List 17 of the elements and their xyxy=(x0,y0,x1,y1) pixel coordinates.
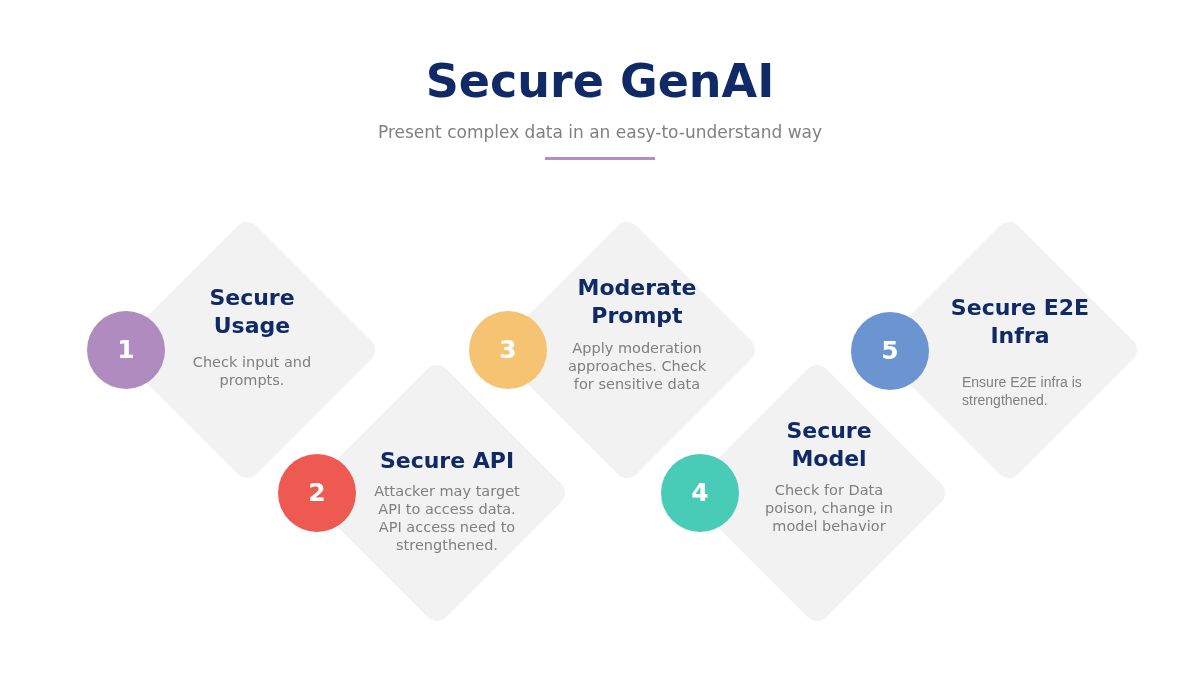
subtitle: Present complex data in an easy-to-understand way xyxy=(377,122,823,142)
card-heading: Secure Usage xyxy=(208,284,296,340)
number-circle: 4 xyxy=(661,454,739,532)
card-description: Attacker may target API to access data. API access need to strengthened. xyxy=(373,482,521,554)
card-description: Check input and prompts. xyxy=(191,353,313,389)
title: Secure GenAI xyxy=(425,54,775,108)
card-description: Check for Data poison, change in model behavior xyxy=(763,481,895,535)
card-heading: Secure API xyxy=(378,447,516,475)
number-circle: 2 xyxy=(278,454,356,532)
card-description: Ensure E2E infra is strengthened. xyxy=(962,373,1083,409)
number-circle: 3 xyxy=(469,311,547,389)
card-description: Apply moderation approaches. Check for sensitive data xyxy=(566,339,708,393)
card-heading: Secure Model xyxy=(785,417,873,473)
card-heading: Secure E2E Infra xyxy=(949,294,1091,350)
card-heading: Moderate Prompt xyxy=(576,274,698,330)
number-circle: 1 xyxy=(87,311,165,389)
number-circle: 5 xyxy=(851,312,929,390)
